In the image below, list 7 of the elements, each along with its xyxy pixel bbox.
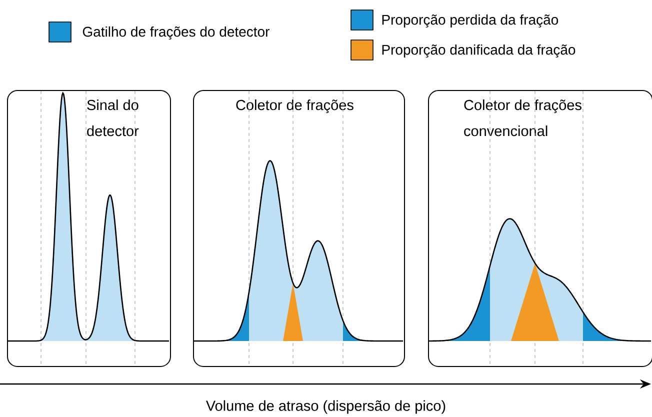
chart-panel: Coletor de frações convencional <box>428 90 652 367</box>
axis-label: Volume de atraso (dispersão de pico) <box>206 400 446 414</box>
legend-label: Proporção danificada da fração <box>382 44 576 58</box>
legend-label: Gatilho de frações do detector <box>82 26 270 40</box>
legend-label: Proporção perdida da fração <box>382 14 558 28</box>
chart-panel: Sinal do detector <box>7 90 171 367</box>
chart-panel: Coletor de frações <box>193 90 405 367</box>
